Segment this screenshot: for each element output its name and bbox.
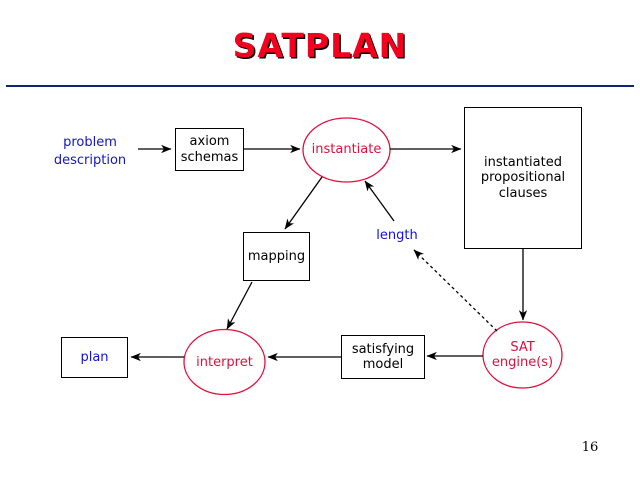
edge-length-to-instantiate	[364, 180, 395, 222]
node-satisfying-model[interactable]: satisfying model	[341, 335, 425, 379]
edge-mapping-to-interpret	[226, 281, 253, 330]
edge-sat-to-length-dashed	[413, 249, 498, 332]
node-problem-description: problem description	[53, 135, 127, 168]
edge-instantiate-to-mapping	[284, 176, 323, 230]
node-plan[interactable]: plan	[61, 337, 128, 378]
page-title: SATPLAN	[232, 26, 408, 65]
instantiate-ellipse-outline	[302, 117, 391, 183]
node-instantiated-propositional-clauses[interactable]: instantiated propositional clauses	[464, 107, 582, 249]
node-axiom-schemas[interactable]: axiom schemas	[175, 128, 244, 171]
interpret-ellipse-outline	[183, 328, 266, 396]
sat-engines-ellipse-outline	[482, 321, 563, 389]
slide-page-number: 16	[581, 440, 599, 455]
node-mapping[interactable]: mapping	[243, 232, 310, 281]
node-length-label: length	[376, 228, 418, 243]
title-divider-rule	[6, 85, 634, 87]
